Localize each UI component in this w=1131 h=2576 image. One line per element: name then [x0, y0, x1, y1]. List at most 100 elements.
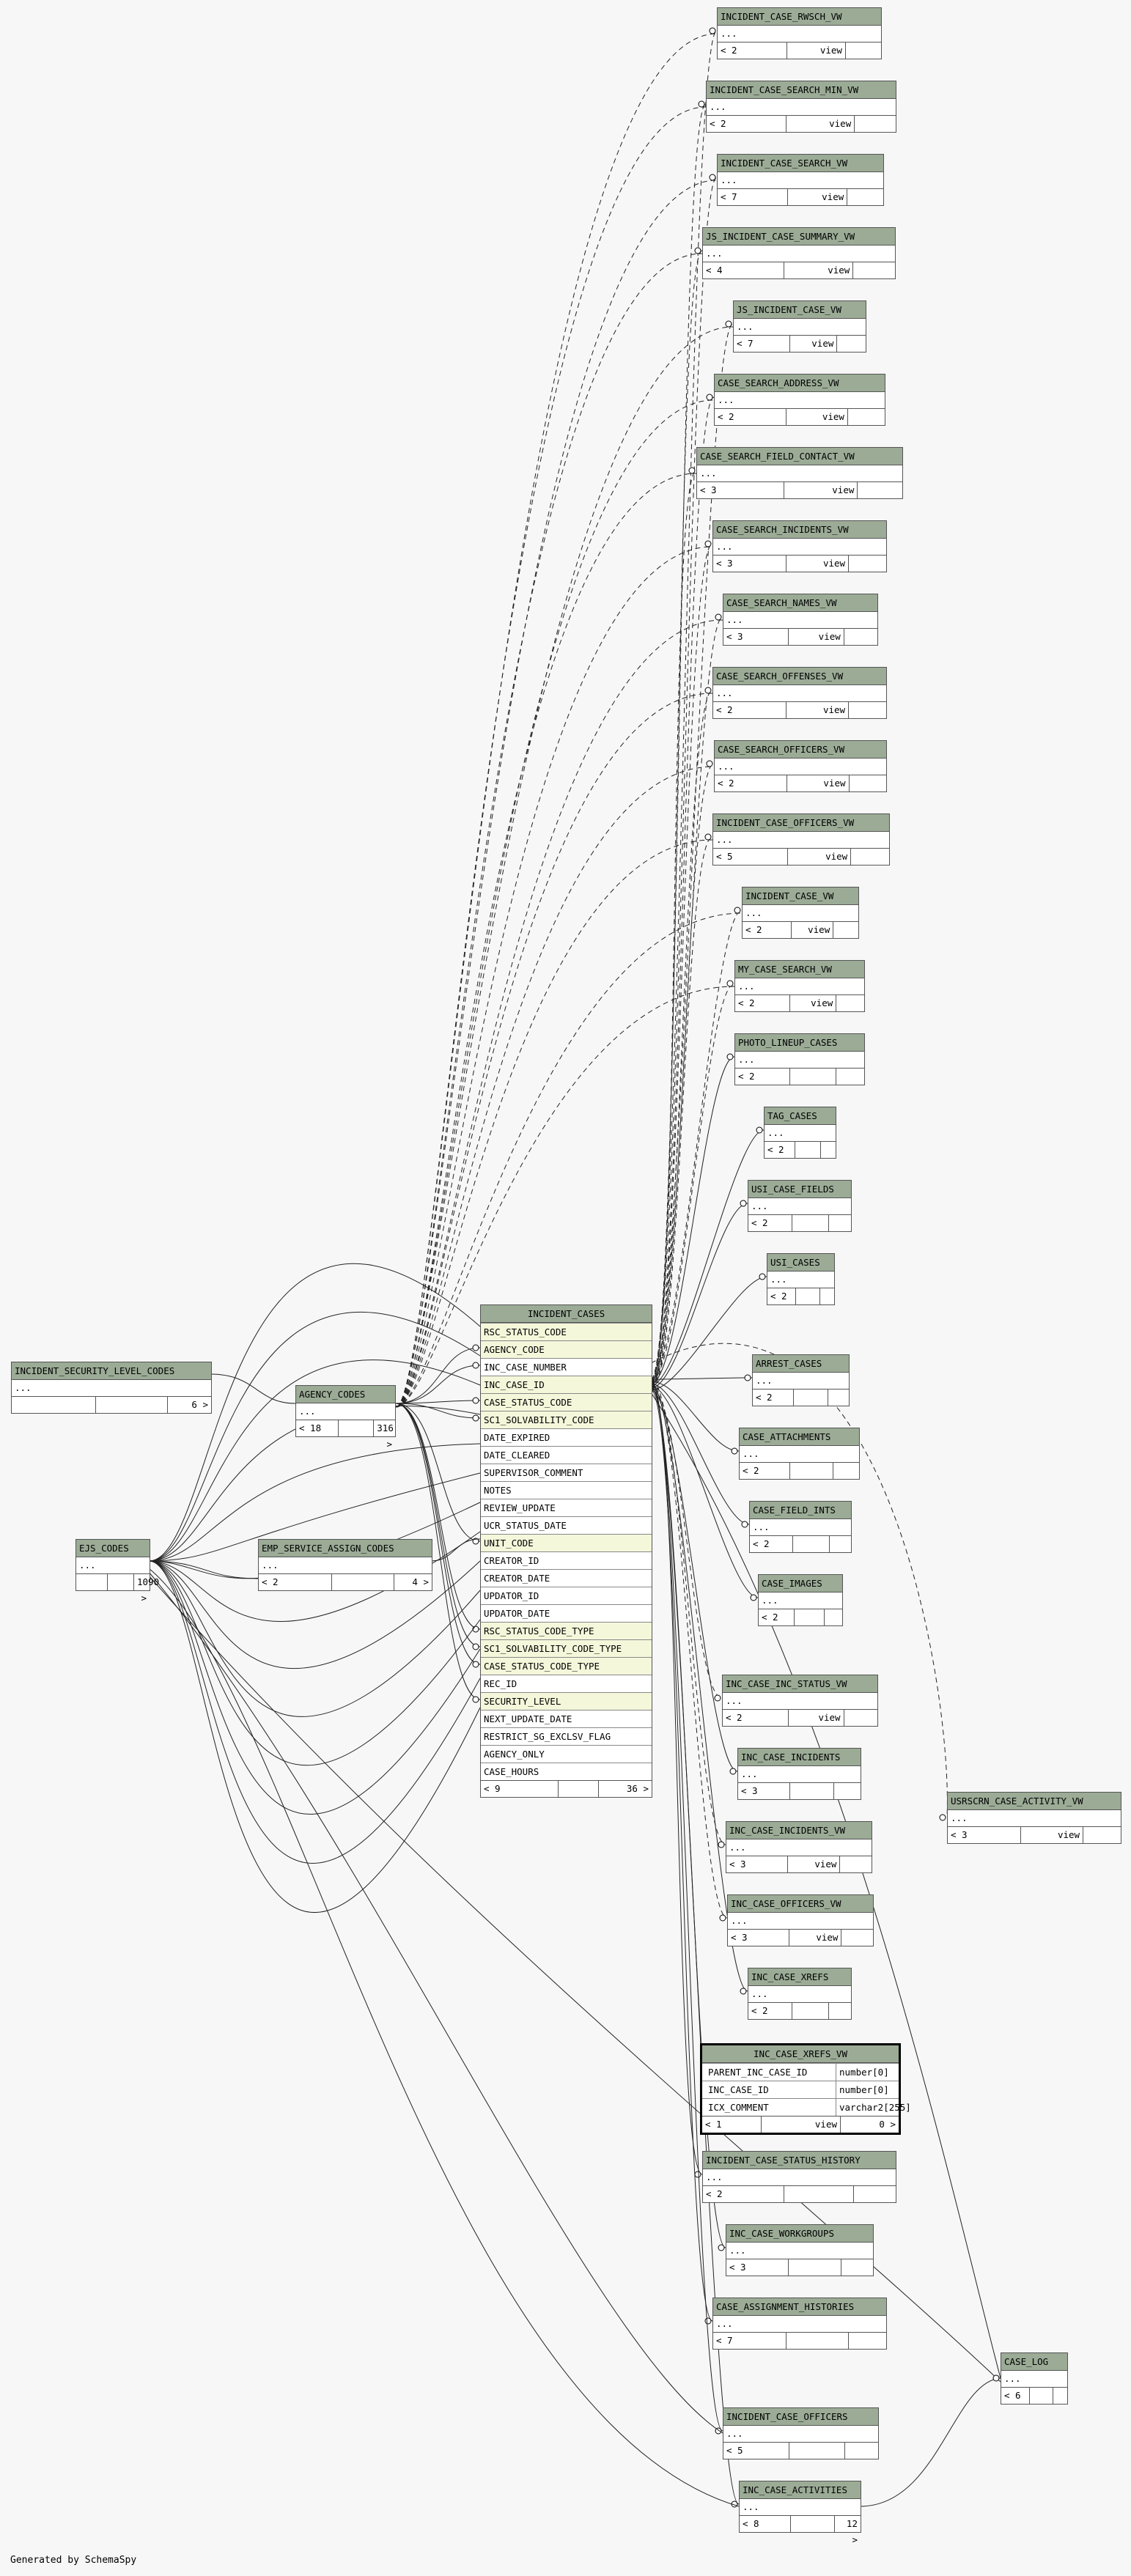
column-row[interactable]: UCR_STATUS_DATE: [481, 1516, 652, 1534]
column-row[interactable]: REVIEW_UPDATE: [481, 1499, 652, 1516]
table-title[interactable]: INC_CASE_XREFS_VW: [702, 2045, 899, 2063]
table-title[interactable]: INC_CASE_WORKGROUPS: [726, 2225, 873, 2243]
column-row[interactable]: CREATOR_ID: [481, 1551, 652, 1569]
table-title[interactable]: USRSCRN_CASE_ACTIVITY_VW: [948, 1793, 1121, 1810]
table-title[interactable]: INC_CASE_INCIDENTS: [738, 1749, 861, 1766]
table-title[interactable]: INCIDENT_CASE_OFFICERS: [723, 2408, 878, 2426]
table-title[interactable]: CASE_IMAGES: [759, 1575, 842, 1593]
column-row[interactable]: SC1_SOLVABILITY_CODE_TYPE: [481, 1639, 652, 1657]
table-title[interactable]: INCIDENT_CASE_VW: [743, 887, 858, 905]
table-inc-case-xrefs[interactable]: INC_CASE_XREFS...< 2: [748, 1968, 852, 2020]
column-row[interactable]: REC_ID: [481, 1675, 652, 1692]
column-row[interactable]: UNIT_CODE: [481, 1534, 652, 1551]
table-title[interactable]: INCIDENT_SECURITY_LEVEL_CODES: [12, 1362, 211, 1380]
table-tag-cases[interactable]: TAG_CASES...< 2: [764, 1107, 836, 1159]
table-title[interactable]: CASE_SEARCH_ADDRESS_VW: [715, 374, 885, 392]
table-title[interactable]: CASE_SEARCH_INCIDENTS_VW: [713, 521, 886, 539]
table-arrest-cases[interactable]: ARREST_CASES...< 2: [752, 1354, 850, 1406]
column-row[interactable]: AGENCY_ONLY: [481, 1745, 652, 1763]
column-row[interactable]: RSC_STATUS_CODE: [481, 1323, 652, 1340]
column-row[interactable]: SUPERVISOR_COMMENT: [481, 1464, 652, 1481]
table-title[interactable]: INCIDENT_CASE_SEARCH_MIN_VW: [707, 81, 896, 99]
table-inc-case-workgroups[interactable]: INC_CASE_WORKGROUPS...< 3: [726, 2224, 874, 2276]
column-row[interactable]: SECURITY_LEVEL: [481, 1692, 652, 1710]
table-title[interactable]: INCIDENT_CASE_RWSCH_VW: [718, 8, 881, 26]
table-title[interactable]: USI_CASES: [767, 1254, 834, 1272]
table-case-attachments[interactable]: CASE_ATTACHMENTS...< 2: [739, 1428, 860, 1480]
table-title[interactable]: CASE_SEARCH_OFFENSES_VW: [713, 668, 886, 685]
column-row[interactable]: INC_CASE_ID: [481, 1376, 652, 1393]
column-row[interactable]: INC_CASE_NUMBER: [481, 1358, 652, 1376]
table-case-images[interactable]: CASE_IMAGES...< 2: [758, 1574, 843, 1626]
table-title[interactable]: EMP_SERVICE_ASSIGN_CODES: [259, 1540, 432, 1557]
table-title[interactable]: INCIDENT_CASE_OFFICERS_VW: [713, 814, 889, 832]
table-ejs-codes[interactable]: EJS_CODES...1090 >: [75, 1539, 159, 1603]
column-row[interactable]: NEXT_UPDATE_DATE: [481, 1710, 652, 1727]
table-title[interactable]: AGENCY_CODES: [296, 1386, 395, 1403]
table-inc-case-incidents[interactable]: INC_CASE_INCIDENTS...< 3: [737, 1748, 861, 1800]
table-title[interactable]: CASE_LOG: [1001, 2353, 1067, 2371]
table-title[interactable]: INC_CASE_XREFS: [748, 1968, 851, 1986]
table-title[interactable]: CASE_SEARCH_NAMES_VW: [723, 594, 877, 612]
table-title[interactable]: INCIDENT_CASE_SEARCH_VW: [718, 155, 883, 172]
table-title[interactable]: CASE_ASSIGNMENT_HISTORIES: [713, 2298, 886, 2316]
column-row[interactable]: CREATOR_DATE: [481, 1569, 652, 1587]
column-row[interactable]: RSC_STATUS_CODE_TYPE: [481, 1622, 652, 1639]
table-title[interactable]: CASE_SEARCH_OFFICERS_VW: [715, 741, 886, 759]
table-incident-case-status-history[interactable]: INCIDENT_CASE_STATUS_HISTORY...< 2: [702, 2151, 896, 2203]
table-title[interactable]: MY_CASE_SEARCH_VW: [735, 961, 864, 978]
table-title[interactable]: CASE_FIELD_INTS: [750, 1502, 851, 1519]
table-case-log[interactable]: CASE_LOG...< 6: [1001, 2352, 1068, 2405]
table-title[interactable]: JS_INCIDENT_CASE_VW: [734, 301, 866, 319]
column-row[interactable]: UPDATOR_DATE: [481, 1604, 652, 1622]
table-case-assignment-histories[interactable]: CASE_ASSIGNMENT_HISTORIES...< 7: [712, 2298, 887, 2350]
column-row[interactable]: UPDATOR_ID: [481, 1587, 652, 1604]
column-row[interactable]: RESTRICT_SG_EXCLSV_FLAG: [481, 1727, 652, 1745]
column-row[interactable]: AGENCY_CODE: [481, 1340, 652, 1358]
table-title[interactable]: TAG_CASES: [765, 1107, 836, 1125]
column-row[interactable]: CASE_HOURS: [481, 1763, 652, 1780]
table-title[interactable]: ARREST_CASES: [753, 1355, 849, 1373]
table-photo-lineup-cases[interactable]: PHOTO_LINEUP_CASES...< 2: [734, 1033, 865, 1085]
table-usi-cases[interactable]: USI_CASES...< 2: [767, 1253, 835, 1305]
column-row[interactable]: DATE_CLEARED: [481, 1446, 652, 1464]
table-title[interactable]: INCIDENT_CASE_STATUS_HISTORY: [703, 2152, 896, 2169]
table-usi-case-fields[interactable]: USI_CASE_FIELDS...< 2: [748, 1180, 852, 1232]
table-incident-security-level-codes[interactable]: INCIDENT_SECURITY_LEVEL_CODES...6 >: [11, 1362, 212, 1414]
table-title[interactable]: PHOTO_LINEUP_CASES: [735, 1034, 864, 1052]
table-title[interactable]: USI_CASE_FIELDS: [748, 1181, 851, 1198]
column-row[interactable]: DATE_EXPIRED: [481, 1428, 652, 1446]
table-title[interactable]: INC_CASE_INCIDENTS_VW: [726, 1822, 872, 1839]
table-title[interactable]: INC_CASE_OFFICERS_VW: [728, 1895, 873, 1913]
table-title[interactable]: INC_CASE_INC_STATUS_VW: [723, 1675, 877, 1693]
column-row[interactable]: CASE_STATUS_CODE: [481, 1393, 652, 1411]
table-title[interactable]: CASE_ATTACHMENTS: [740, 1428, 859, 1446]
table-title[interactable]: EJS_CODES: [76, 1540, 150, 1557]
table-title[interactable]: INCIDENT_CASES: [481, 1305, 652, 1323]
column-row[interactable]: SC1_SOLVABILITY_CODE: [481, 1411, 652, 1428]
column-row[interactable]: CASE_STATUS_CODE_TYPE: [481, 1657, 652, 1675]
